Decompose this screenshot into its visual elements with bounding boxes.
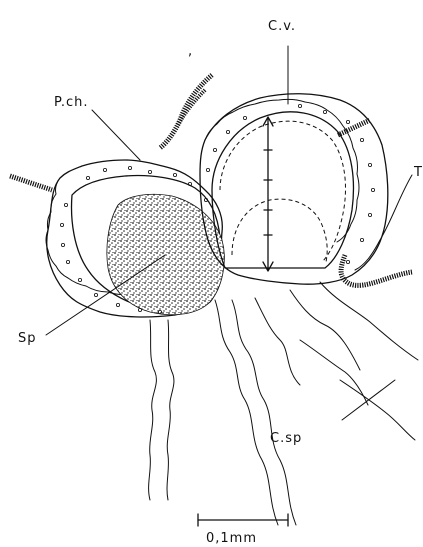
right-body-wavy: [205, 99, 359, 242]
leader-t: [355, 175, 412, 270]
label-cv: C.v.: [268, 19, 296, 34]
scale-bar: 0,1mm: [198, 514, 288, 546]
label-t: T: [413, 165, 423, 180]
leader-pch: [92, 110, 140, 160]
stem-lines: [149, 282, 418, 525]
label-sp: Sp: [18, 331, 37, 346]
scale-bar-label: 0,1mm: [206, 531, 257, 546]
right-capsule-dashed-outer: [220, 121, 346, 262]
right-capsule: [212, 112, 353, 268]
right-capsule-dashed-inner: [232, 199, 327, 262]
label-pch: P.ch.: [54, 95, 88, 110]
label-csp: C.sp: [270, 431, 302, 446]
sp-stippled-body: [107, 194, 224, 314]
stray-mark: ,: [188, 44, 193, 59]
